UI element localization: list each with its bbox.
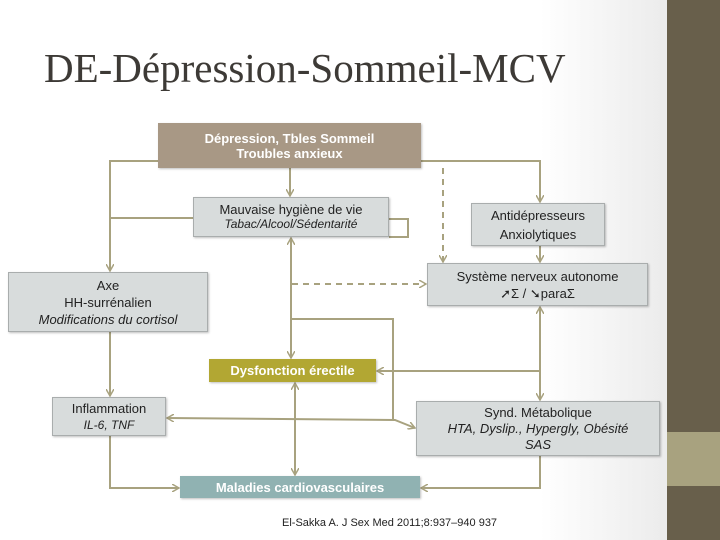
node-antidepresseurs: Antidépresseurs Anxiolytiques	[471, 203, 605, 246]
slide-sidebar-decoration	[667, 0, 720, 540]
node-metabolique-line1: Synd. Métabolique	[484, 404, 592, 420]
citation: El-Sakka A. J Sex Med 2011;8:937–940 937	[282, 517, 498, 529]
node-depression-line2: Troubles anxieux	[236, 145, 343, 161]
node-antidepresseurs-line2: Anxiolytiques	[499, 226, 577, 242]
node-axe-line1: Axe	[96, 277, 120, 293]
node-depression-line1: Dépression, Tbles Sommeil	[204, 130, 375, 146]
arrow-depression-to-antidepresseurs	[421, 160, 540, 202]
node-inflammation-line1: Inflammation	[71, 400, 147, 416]
line-hygiene-to-metabolique	[291, 318, 394, 420]
arrow-inflammation-to-maladies	[109, 436, 179, 488]
node-depression: Dépression, Tbles Sommeil Troubles anxie…	[158, 123, 421, 168]
node-hygiene-line2: Tabac/Alcool/Sédentarité	[224, 217, 358, 231]
node-axe-line3: Modifications du cortisol	[38, 311, 178, 327]
node-dysfonction: Dysfonction érectile	[209, 359, 376, 382]
node-sna-line2: ➚Σ / ➘paraΣ	[500, 285, 575, 301]
node-sna: Système nerveux autonome ➚Σ / ➘paraΣ	[427, 263, 648, 306]
node-metabolique-line2: HTA, Dyslip., Hypergly, Obésité	[447, 420, 629, 436]
node-axe: Axe HH-surrénalien Modifications du cort…	[8, 272, 208, 332]
node-hygiene-line1: Mauvaise hygiène de vie	[219, 202, 363, 217]
node-maladies: Maladies cardiovasculaires	[180, 476, 420, 498]
node-metabolique-line3: SAS	[524, 436, 551, 452]
node-sna-line1: Système nerveux autonome	[456, 268, 619, 284]
node-hygiene: Mauvaise hygiène de vie Tabac/Alcool/Séd…	[193, 197, 389, 237]
arrow-inflammation-metabolique	[167, 418, 415, 428]
sidebar-band	[667, 432, 720, 486]
arrow-depression-to-axe	[110, 160, 158, 271]
node-inflammation-line2: IL-6, TNF	[83, 417, 135, 432]
hygiene-loop	[389, 218, 409, 238]
node-antidepresseurs-line1: Antidépresseurs	[491, 207, 585, 223]
slide-title: DE-Dépression-Sommeil-MCV	[44, 45, 566, 91]
node-metabolique: Synd. Métabolique HTA, Dyslip., Hypergly…	[416, 401, 660, 456]
node-maladies-label: Maladies cardiovasculaires	[215, 479, 385, 495]
node-dysfonction-label: Dysfonction érectile	[230, 363, 355, 378]
arrow-metabolique-to-maladies	[421, 456, 541, 488]
node-inflammation: Inflammation IL-6, TNF	[52, 397, 166, 436]
node-axe-line2: HH-surrénalien	[64, 294, 152, 310]
